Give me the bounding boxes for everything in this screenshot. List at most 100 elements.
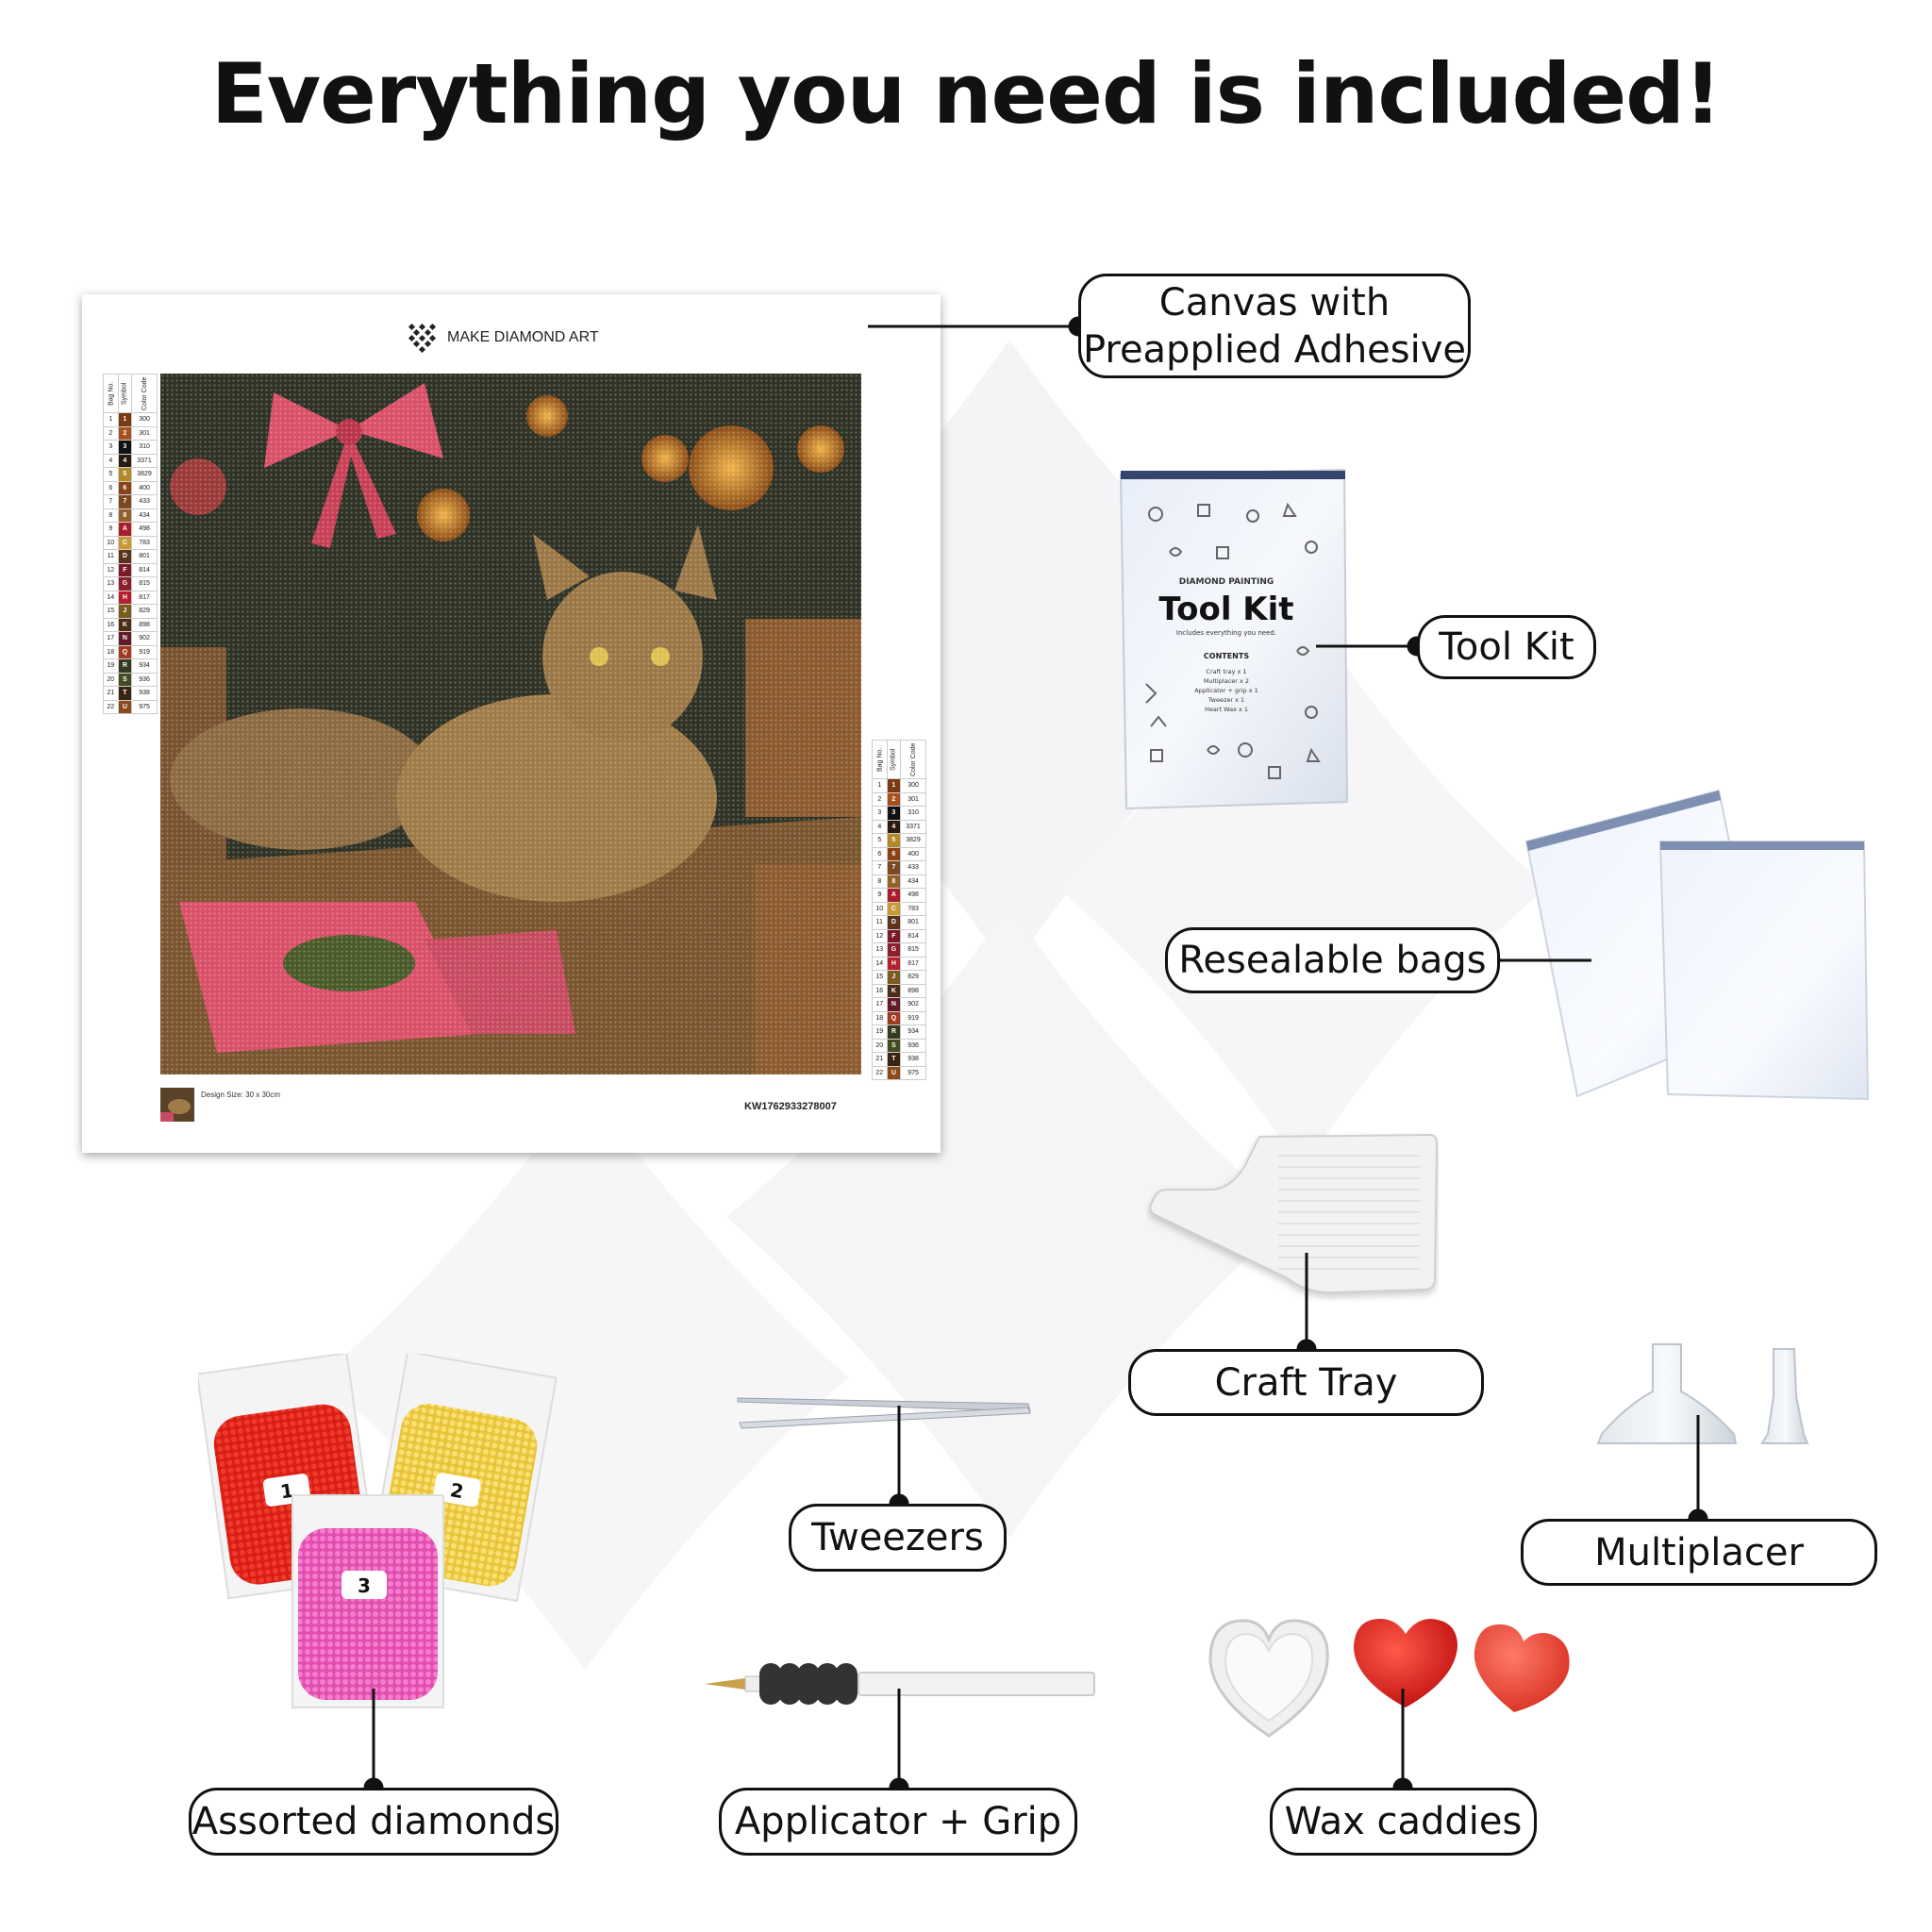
legend-color-code: 434 [131,508,158,523]
toolkit-tagline: Includes everything you need. [1176,629,1276,637]
legend-bag-no: 1 [103,412,119,427]
legend-symbol: S [117,672,133,687]
brand-logo-icon [408,323,437,353]
legend-symbol: S [886,1038,902,1053]
legend-symbol: G [886,942,902,958]
legend-bag-no: 6 [103,480,119,495]
legend-color-code: 975 [131,699,158,714]
legend-color-code: 400 [900,846,926,861]
legend-symbol: 5 [886,833,902,848]
legend-color-code: 3371 [900,819,926,834]
bag-number: 1 [279,1479,295,1504]
legend-bag-no: 5 [872,833,888,848]
legend-bag-no: 22 [103,699,119,714]
legend-bag-no: 16 [872,983,888,998]
legend-bag-no: 18 [103,644,119,659]
legend-color-code: 815 [900,942,926,958]
bag-number: 2 [448,1478,465,1503]
legend-header-cell: Bag No. [103,374,119,413]
legend-header-cell: Symbol [887,740,901,779]
legend-symbol: 7 [117,494,133,509]
legend-symbol: J [886,970,902,985]
legend-symbol: H [117,590,133,605]
legend-color-code: 815 [131,576,158,591]
label-applicator-grip: Applicator + Grip [719,1788,1077,1856]
diamond-bags-image: 1 2 3 [198,1354,557,1708]
legend-color-code: 300 [900,778,926,793]
legend-symbol: A [117,522,133,537]
resealable-bags-image [1524,789,1870,1101]
legend-symbol: C [886,901,902,916]
tool-kit-bag: DIAMOND PAINTING Tool Kit Includes every… [1119,468,1349,810]
legend-color-code: 817 [131,590,158,605]
legend-color-code: 3829 [900,833,926,848]
legend-bag-no: 21 [103,686,119,701]
legend-symbol: D [886,915,902,930]
legend-symbol: 4 [886,819,902,834]
legend-symbol: 6 [117,480,133,495]
toolkit-content-item: Tweezer x 1 [1208,696,1244,704]
legend-bag-no: 19 [103,658,119,674]
toolkit-content-item: Multiplacer x 2 [1204,677,1249,685]
legend-color-code: 936 [131,672,158,687]
legend-bag-no: 12 [103,562,119,577]
legend-color-code: 498 [131,522,158,537]
legend-symbol: G [117,576,133,591]
legend-symbol: N [117,631,133,646]
legend-color-code: 783 [900,901,926,916]
legend-symbol: U [886,1065,902,1080]
canvas-code: KW1762933278007 [744,1101,837,1112]
legend-color-code: 817 [900,956,926,971]
bag-number: 3 [358,1574,371,1597]
legend-color-code: 898 [131,617,158,632]
legend-bag-no: 8 [103,508,119,523]
applicator-image [705,1663,1095,1705]
legend-color-code: 433 [900,860,926,875]
legend-color-code: 814 [900,928,926,943]
legend-color-code: 934 [131,658,158,674]
legend-bag-no: 14 [103,590,119,605]
legend-color-code: 898 [900,983,926,998]
legend-color-code: 301 [900,791,926,807]
legend-bag-no: 3 [103,440,119,455]
legend-color-code: 3829 [131,467,158,482]
label-canvas: Canvas with Preapplied Adhesive [1078,274,1471,378]
label-tweezers: Tweezers [789,1504,1007,1572]
toolkit-content-item: Applicator + grip x 1 [1194,687,1258,694]
legend-symbol: 3 [886,806,902,821]
legend-bag-no: 17 [103,631,119,646]
legend-bag-no: 10 [103,535,119,550]
legend-symbol: 7 [886,860,902,875]
legend-bag-no: 2 [872,791,888,807]
legend-bag-no: 15 [872,970,888,985]
legend-color-code: 938 [131,686,158,701]
legend-symbol: C [117,535,133,550]
legend-color-code: 801 [131,549,158,564]
legend-color-code: 301 [131,425,158,441]
legend-bag-no: 13 [872,942,888,958]
legend-symbol: 8 [117,508,133,523]
legend-color-code: 801 [900,915,926,930]
legend-bag-no: 21 [872,1052,888,1067]
legend-symbol: J [117,604,133,619]
legend-color-code: 902 [131,631,158,646]
